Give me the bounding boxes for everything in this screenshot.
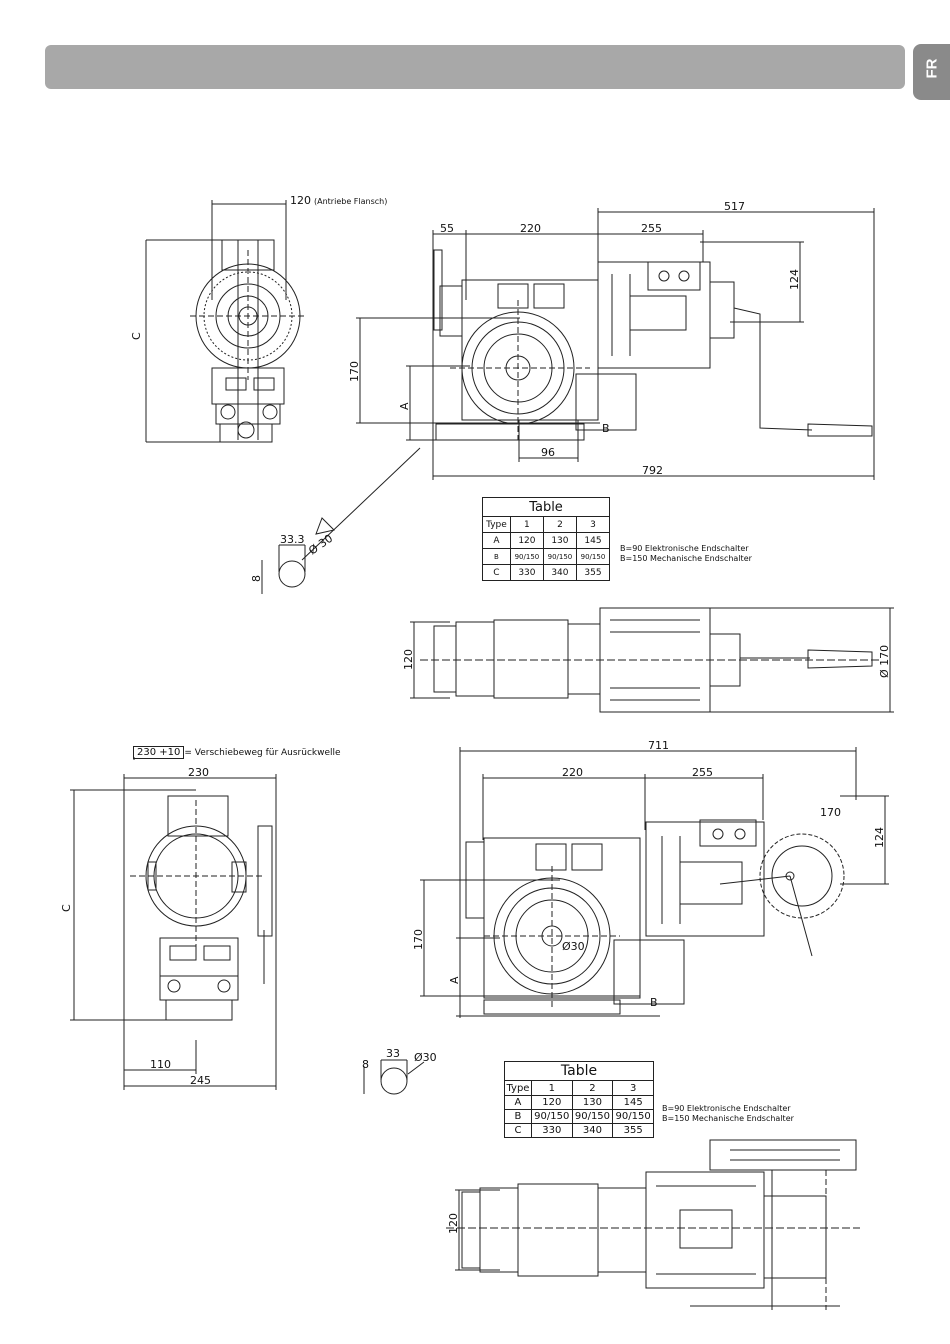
table1-cell: A — [482, 532, 511, 549]
d1-dim-55: 55 — [440, 222, 454, 235]
table2-cell: 145 — [612, 1095, 654, 1110]
d1-shaft-33: 33.3 — [280, 533, 305, 546]
table2-cell: 355 — [612, 1123, 654, 1138]
table1-cell: 90/150 — [542, 548, 577, 565]
d1-front-view — [145, 200, 306, 443]
d1-dim-517: 517 — [724, 200, 745, 213]
table1-cell: 340 — [542, 564, 577, 581]
d1-width-120: 120 — [290, 194, 311, 207]
d2-shaft-detail — [363, 1059, 425, 1095]
table1-notes: B=90 Elektronische Endschalter B=150 Mec… — [620, 544, 752, 564]
d1-shaft-detail — [261, 544, 306, 594]
d2-dim-b: B — [650, 996, 658, 1009]
table2-cell: 130 — [571, 1095, 614, 1110]
d2-dim-220: 220 — [562, 766, 583, 779]
table1-cell: 120 — [509, 532, 544, 549]
d2-dim-170: 170 — [412, 929, 425, 950]
dimension-table-1: Table Type 1 2 3 A 120 130 145 B 90/150 … — [482, 497, 611, 581]
table2-notes: B=90 Elektronische Endschalter B=150 Mec… — [662, 1104, 794, 1124]
table2-cell: 90/150 — [571, 1109, 614, 1124]
d2-shaft-33: 33 — [386, 1047, 400, 1060]
table1-note-2: B=150 Mechanische Endschalter — [620, 554, 752, 563]
d1-dim-170: 170 — [348, 361, 361, 382]
table1-cell: 330 — [509, 564, 544, 581]
table2-note-1: B=90 Elektronische Endschalter — [662, 1104, 791, 1113]
d2-dim-110: 110 — [150, 1058, 171, 1071]
d1-dim-124: 124 — [788, 269, 801, 290]
d2-dim-dia30: Ø30 — [562, 940, 585, 953]
table2-cell: C — [504, 1123, 532, 1138]
table1-cell: B — [482, 548, 511, 565]
table2-title: Table — [504, 1061, 654, 1081]
d1-dim-b: B — [602, 422, 610, 435]
table2-head-2: 2 — [571, 1080, 614, 1096]
table1-note-1: B=90 Elektronische Endschalter — [620, 544, 749, 553]
table2-cell: 330 — [530, 1123, 573, 1138]
d1-height-c: C — [130, 332, 143, 340]
table1-cell: C — [482, 564, 511, 581]
table1-cell: 90/150 — [509, 548, 544, 565]
d1-dim-792: 792 — [642, 464, 663, 477]
d1-shaft-8: 8 — [250, 575, 263, 582]
table1-title: Table — [482, 497, 610, 517]
d1-shaft-dia: Ø 30 — [306, 532, 335, 558]
table2-cell: 120 — [530, 1095, 573, 1110]
table1-cell: 90/150 — [575, 548, 611, 565]
d1-dim-220: 220 — [520, 222, 541, 235]
table1-cell: 355 — [575, 564, 611, 581]
d1-flange-note: (Antriebe Flansch) — [314, 197, 387, 206]
d2-height-c: C — [60, 904, 73, 912]
table1-head-2: 2 — [542, 516, 577, 533]
section-header-bar — [45, 45, 905, 89]
travel-note-box: 230 +10 — [133, 746, 185, 759]
d2-dim-230: 230 — [188, 766, 209, 779]
table2-head-1: 1 — [530, 1080, 573, 1096]
d2-dim-170-top: 170 — [820, 806, 841, 819]
d2-dim-245: 245 — [190, 1074, 211, 1087]
d1-side-view — [356, 208, 875, 480]
d1-labels: 120 (Antriebe Flansch) C 55 220 255 517 … — [130, 194, 891, 678]
language-tab[interactable]: FR — [913, 44, 950, 100]
d2-dim-a: A — [448, 976, 461, 984]
d2-dim-711: 711 — [648, 739, 669, 752]
travel-note-text: = Verschiebeweg für Ausrückwelle — [184, 748, 341, 758]
travel-note: 230 +10= Verschiebeweg für Ausrückwelle — [133, 746, 341, 759]
d2-side-view — [420, 747, 889, 1018]
table2-note-2: B=150 Mechanische Endschalter — [662, 1114, 794, 1123]
table2-cell: A — [504, 1095, 532, 1110]
table2-cell: 90/150 — [530, 1109, 573, 1124]
d2-dim-255: 255 — [692, 766, 713, 779]
table2-head-type: Type — [504, 1080, 532, 1096]
table1-head-type: Type — [482, 516, 511, 533]
d2-labels: 230 C 110 245 711 220 255 170 124 170 A … — [60, 739, 886, 1234]
d1-dim-96: 96 — [541, 446, 555, 459]
d2-top-120: 120 — [447, 1213, 460, 1234]
d1-top-120: 120 — [402, 649, 415, 670]
d1-top-view — [410, 607, 894, 713]
d2-shaft-8: 8 — [362, 1058, 369, 1071]
table2-cell: B — [504, 1109, 532, 1124]
d2-dim-124: 124 — [873, 827, 886, 848]
table1-head-3: 3 — [575, 516, 611, 533]
d2-front-view — [70, 757, 277, 1090]
table1-cell: 145 — [575, 532, 611, 549]
table2-cell: 90/150 — [612, 1109, 654, 1124]
d2-top-view — [446, 1139, 860, 1310]
d1-top-dia170: Ø 170 — [878, 645, 891, 678]
table2-head-3: 3 — [612, 1080, 654, 1096]
table2-cell: 340 — [571, 1123, 614, 1138]
table1-cell: 130 — [542, 532, 577, 549]
d1-dim-255: 255 — [641, 222, 662, 235]
dimension-table-2: Table Type 1 2 3 A 120 130 145 B 90/150 … — [504, 1061, 654, 1138]
d2-shaft-dia: Ø30 — [414, 1051, 437, 1064]
d1-dim-a: A — [398, 402, 411, 410]
table1-head-1: 1 — [509, 516, 544, 533]
